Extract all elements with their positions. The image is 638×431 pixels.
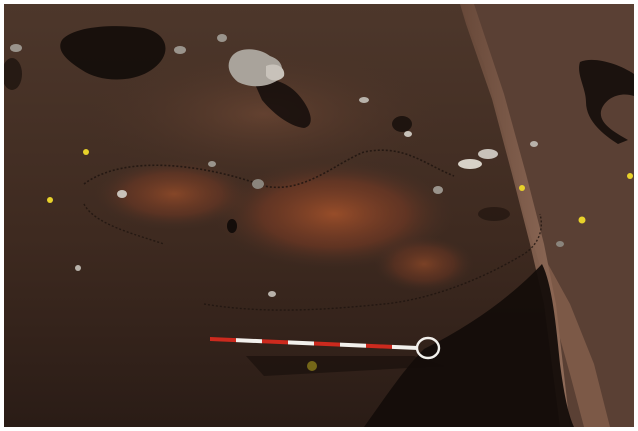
stone-small-3: [252, 179, 264, 189]
stone-small-7: [268, 291, 276, 297]
excavation-photo: [4, 4, 634, 427]
marker-yellow-2: [47, 197, 53, 203]
stone-small-5: [433, 186, 443, 194]
feature-outline-lower: [83, 203, 542, 311]
scale-bar-segment: [340, 342, 366, 348]
pit-top-left: [60, 26, 166, 80]
scale-bar-segment: [392, 344, 418, 350]
scale-bar-segment: [262, 339, 288, 345]
marker-yellow-6: [519, 185, 525, 191]
burnt-patch-lower: [374, 236, 474, 292]
scale-bar-ring: [415, 336, 441, 360]
small-hole-3: [478, 207, 510, 221]
stone-small-6: [359, 97, 369, 103]
stone-small-9: [10, 44, 22, 52]
scale-bar-segment: [288, 340, 314, 346]
stone-right-2: [478, 149, 498, 159]
marker-yellow-1: [83, 149, 89, 155]
stone-small-11: [530, 141, 538, 147]
feature-outline-upper: [83, 149, 455, 189]
stone-small-13: [556, 241, 564, 247]
marker-yellow-4: [627, 173, 633, 179]
stone-small-2: [217, 34, 227, 42]
small-hole-1: [227, 219, 237, 233]
scale-bar-segment: [210, 337, 236, 343]
stone-right-1: [458, 159, 482, 169]
scale-bar-segment: [366, 343, 392, 349]
stone-shadow: [254, 79, 311, 128]
marker-yellow-3: [578, 216, 586, 224]
stone-small-4: [208, 161, 216, 167]
stone-small-12: [75, 265, 81, 271]
stone-cluster-top-2: [266, 64, 285, 81]
small-hole-4: [4, 58, 22, 90]
small-hole-2: [392, 116, 412, 132]
scale-bar-shadow: [246, 356, 444, 376]
trench-edge-lower: [548, 264, 610, 427]
scale-bar-segment: [236, 338, 262, 344]
scale-bar-segment: [314, 341, 340, 347]
excavation-scene: [4, 4, 634, 427]
pit-lower-right: [364, 264, 574, 427]
warm-soil-area: [84, 44, 444, 184]
stone-small-8: [117, 190, 127, 198]
stone-small-10: [404, 131, 412, 137]
scale-bar-segments: [210, 337, 418, 350]
scale-bar: [210, 336, 444, 376]
shadow-top-right: [579, 59, 634, 144]
stone-small-1: [174, 46, 186, 54]
